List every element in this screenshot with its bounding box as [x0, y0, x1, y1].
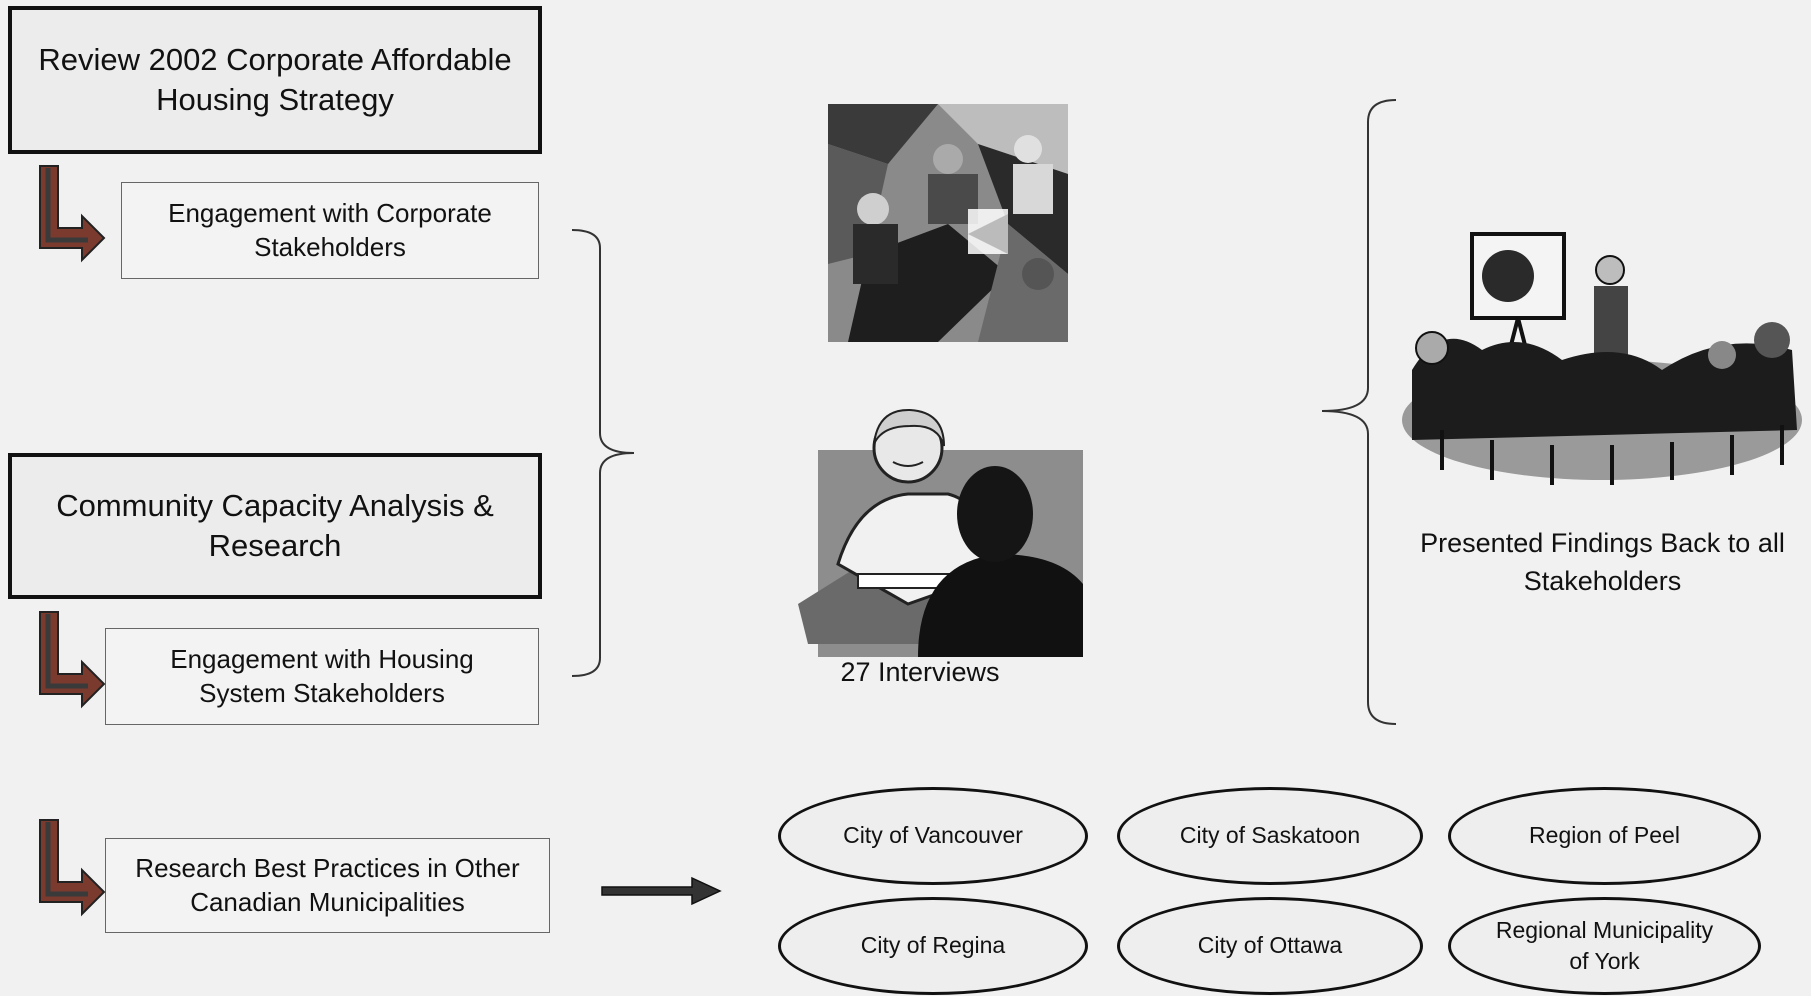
brace-right-icon	[1321, 99, 1397, 725]
interview-image	[798, 408, 1083, 657]
municipality-regina: City of Regina	[778, 897, 1088, 995]
business-meeting-image	[828, 104, 1068, 342]
bracket-left-icon	[571, 229, 635, 677]
step-review-strategy: Review 2002 Corporate Affordable Housing…	[8, 6, 542, 154]
step-community-capacity-label: Community Capacity Analysis & Research	[56, 487, 494, 563]
l-arrow-icon	[39, 611, 106, 709]
step-housing-engagement-label: Engagement with Housing System Stakehold…	[170, 643, 474, 708]
step-research-practices-label: Research Best Practices in Other Canadia…	[135, 852, 520, 917]
right-arrow-icon	[601, 876, 722, 906]
step-housing-engagement: Engagement with Housing System Stakehold…	[105, 628, 539, 725]
presented-findings-caption: Presented Findings Back to all Stakehold…	[1420, 528, 1785, 596]
step-corporate-engagement-label: Engagement with Corporate Stakeholders	[168, 197, 492, 262]
step-review-strategy-label: Review 2002 Corporate Affordable Housing…	[38, 41, 512, 117]
step-community-capacity: Community Capacity Analysis & Research	[8, 453, 542, 599]
municipality-york-label: Regional Municipality of York	[1495, 916, 1714, 974]
municipality-york: Regional Municipality of York	[1448, 897, 1761, 995]
l-arrow-icon	[39, 165, 106, 263]
municipality-ottawa: City of Ottawa	[1117, 897, 1423, 995]
step-corporate-engagement: Engagement with Corporate Stakeholders	[121, 182, 539, 279]
l-arrow-icon	[39, 819, 106, 917]
municipality-peel: Region of Peel	[1448, 787, 1761, 885]
municipality-vancouver: City of Vancouver	[778, 787, 1088, 885]
municipality-saskatoon: City of Saskatoon	[1117, 787, 1423, 885]
interviews-caption: 27 Interviews	[840, 657, 1000, 687]
step-research-practices: Research Best Practices in Other Canadia…	[105, 838, 550, 933]
presentation-meeting-image	[1402, 232, 1802, 485]
